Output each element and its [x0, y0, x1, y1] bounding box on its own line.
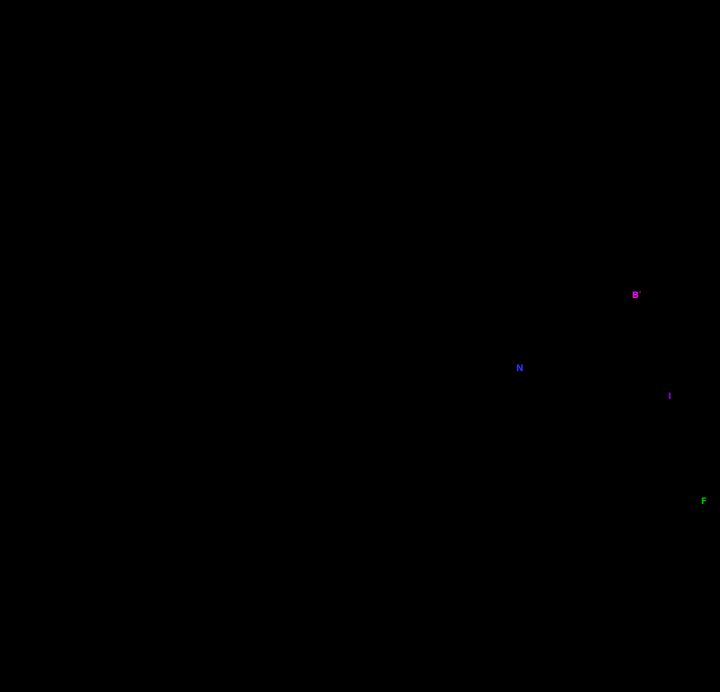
atom-charge: -: [638, 289, 642, 296]
atom-symbol: N: [516, 364, 524, 374]
atom-symbol: I: [668, 392, 672, 402]
atom-symbol: F: [701, 497, 708, 507]
atom-label-fluorine: F: [701, 496, 707, 507]
atom-label-nitrogen: N: [516, 363, 524, 374]
atom-label-iodine: I: [668, 391, 671, 402]
atom-label-boron: B-: [632, 290, 641, 301]
atom-symbol: B: [632, 291, 639, 301]
